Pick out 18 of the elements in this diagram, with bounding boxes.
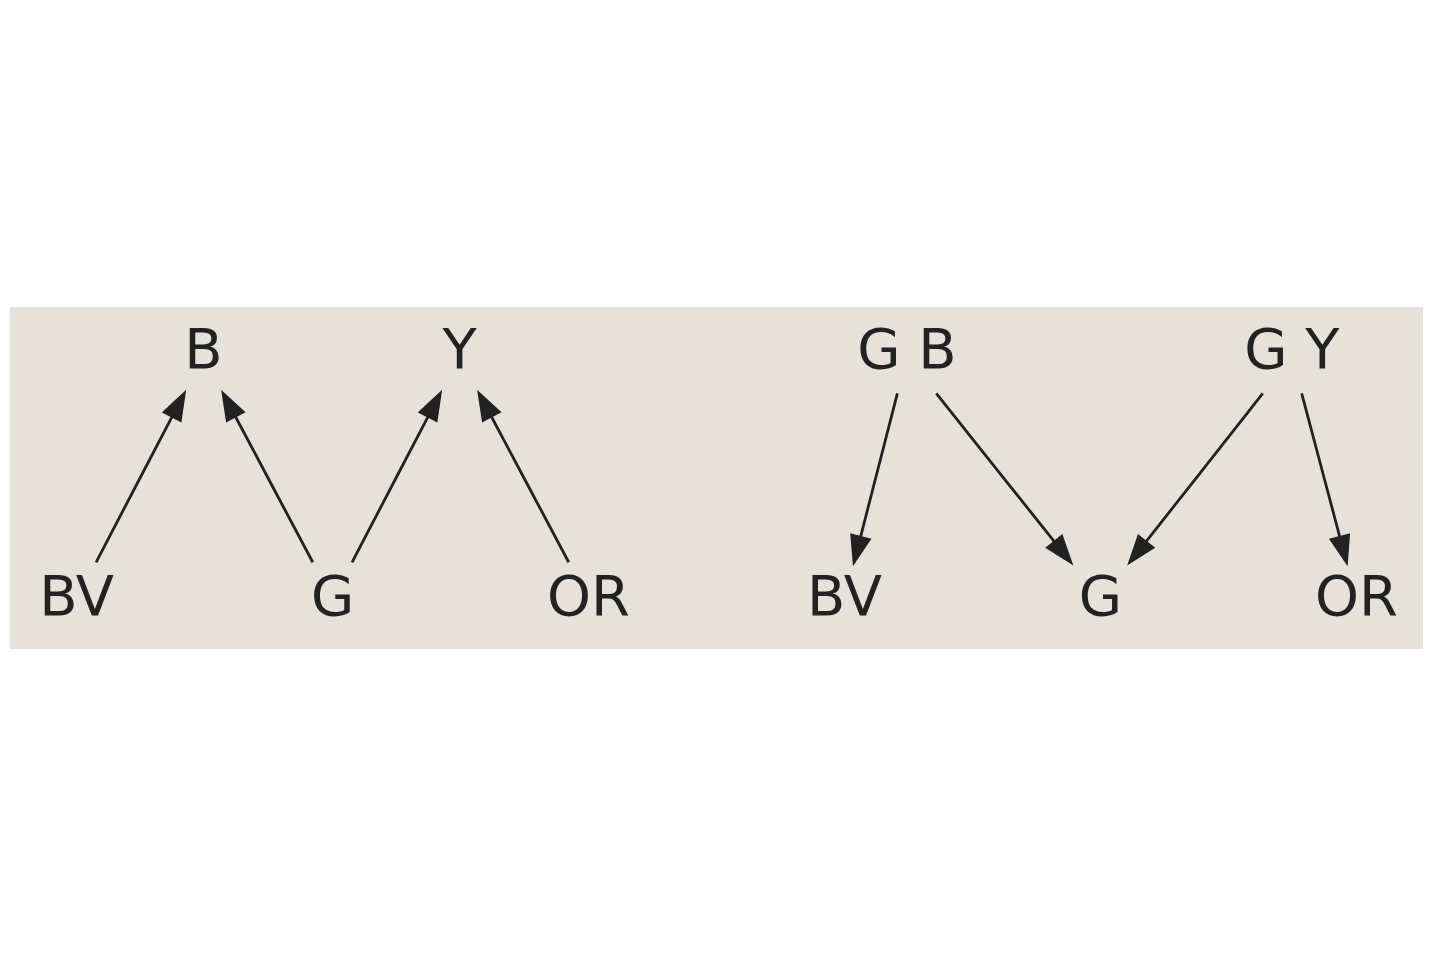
arrow	[935, 392, 1074, 566]
arrow	[1300, 392, 1351, 566]
arrow	[350, 389, 443, 563]
node-text: Y	[442, 315, 477, 381]
node-text: OR	[547, 562, 630, 628]
arrow	[221, 389, 314, 563]
arrow	[850, 392, 899, 566]
node-text: G B	[857, 315, 957, 381]
node-text: OR	[1314, 562, 1398, 628]
node-text: G	[1078, 562, 1123, 628]
node-text: G	[310, 562, 355, 628]
node-text: G Y	[1244, 315, 1340, 381]
node-text: BV	[807, 562, 882, 628]
arrow	[1127, 392, 1264, 566]
node-text: B	[184, 315, 223, 381]
arrow	[94, 389, 187, 563]
node-text: BV	[39, 562, 115, 628]
arrow	[477, 389, 570, 563]
